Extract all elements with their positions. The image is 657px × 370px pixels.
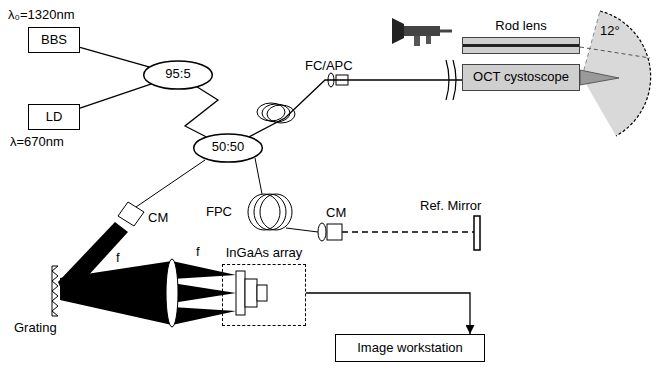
focal-label: f [116, 250, 120, 266]
part-label: CM [326, 205, 346, 220]
fan-edge [582, 11, 600, 77]
node-text: OCT cystoscope [463, 65, 579, 89]
part-label: FC/APC [305, 58, 353, 74]
part-heading: Rod lens [462, 18, 580, 34]
focal-label: f [196, 244, 200, 260]
handle-body [404, 26, 440, 36]
view-line [580, 47, 650, 58]
cystoscope-body: OCT cystoscope [462, 64, 580, 91]
workstation-box: Image workstation [335, 334, 485, 362]
part-label: FC/APC [305, 58, 353, 73]
fiber-coil [257, 103, 295, 123]
reference-mirror [474, 216, 480, 250]
fiber-link [249, 80, 462, 137]
collimator [327, 224, 342, 240]
part-label: Ref. Mirror [420, 198, 481, 214]
source-box: BBS [28, 27, 80, 53]
wavelength-label: λ=670nm [10, 134, 64, 149]
collimator [118, 202, 144, 226]
wavelength-label: λ=670nm [10, 134, 64, 150]
part-label: CM [148, 210, 168, 226]
fiber [136, 160, 205, 207]
angle-label: 12° [600, 23, 620, 39]
detector-array: InGaAs array [222, 245, 306, 326]
node-text: 50:50 [193, 133, 263, 160]
part-label: FPC [206, 204, 232, 219]
array-housing [222, 264, 306, 326]
collimator-lens [318, 223, 326, 241]
part-label: Grating [14, 320, 57, 336]
part-label: FPC [206, 204, 232, 220]
handle-port [426, 36, 431, 44]
rod-lens-body [462, 37, 580, 54]
wavelength-label: λ₀=1320nm [8, 7, 74, 23]
coil-loop [254, 194, 286, 230]
node-text: LD [29, 105, 79, 128]
coil-loop [262, 104, 290, 122]
node-text: Image workstation [336, 335, 484, 360]
part-label: CM [148, 210, 168, 225]
focal-label: f [116, 250, 120, 265]
part-heading: InGaAs array [222, 245, 306, 261]
beam [60, 261, 172, 325]
angle-label: 12° [600, 23, 620, 38]
coil-loop [260, 194, 292, 230]
fpc-coil [248, 194, 292, 230]
part-label: CM [326, 205, 346, 221]
data-link [306, 293, 470, 334]
grating [52, 266, 58, 316]
source-box: LD [28, 104, 80, 130]
probe-tip [580, 70, 619, 85]
wavelength-label: λ₀=1320nm [8, 7, 74, 22]
fiber-link [185, 87, 218, 137]
ellipse-outline [144, 61, 213, 89]
coil-loop [257, 103, 285, 121]
lens [166, 259, 178, 327]
handle-port [414, 36, 420, 46]
fiber [286, 228, 318, 232]
coupler-ellipse: 50:50 [193, 133, 263, 163]
eyepiece [392, 18, 404, 44]
fiber-link [80, 84, 152, 108]
node-text: 95:5 [143, 60, 213, 87]
detector [245, 279, 257, 307]
beam [172, 283, 236, 303]
detector [236, 271, 245, 315]
rod-lens: Rod lens [462, 18, 580, 54]
beam [172, 307, 236, 325]
coupler-ellipse: 95:5 [143, 60, 213, 90]
part-label: Grating [14, 320, 57, 335]
focal-label: f [196, 244, 200, 259]
handle-shaft [440, 30, 452, 33]
part-label: Ref. Mirror [420, 198, 481, 213]
fiber-link [80, 47, 150, 67]
cystoscope-handle [392, 18, 452, 46]
node-text: BBS [29, 28, 79, 51]
scan-arc [600, 11, 651, 136]
detector [257, 285, 267, 301]
ellipse-outline [194, 134, 263, 162]
fiber [255, 158, 262, 194]
free-space-beam [342, 231, 474, 233]
